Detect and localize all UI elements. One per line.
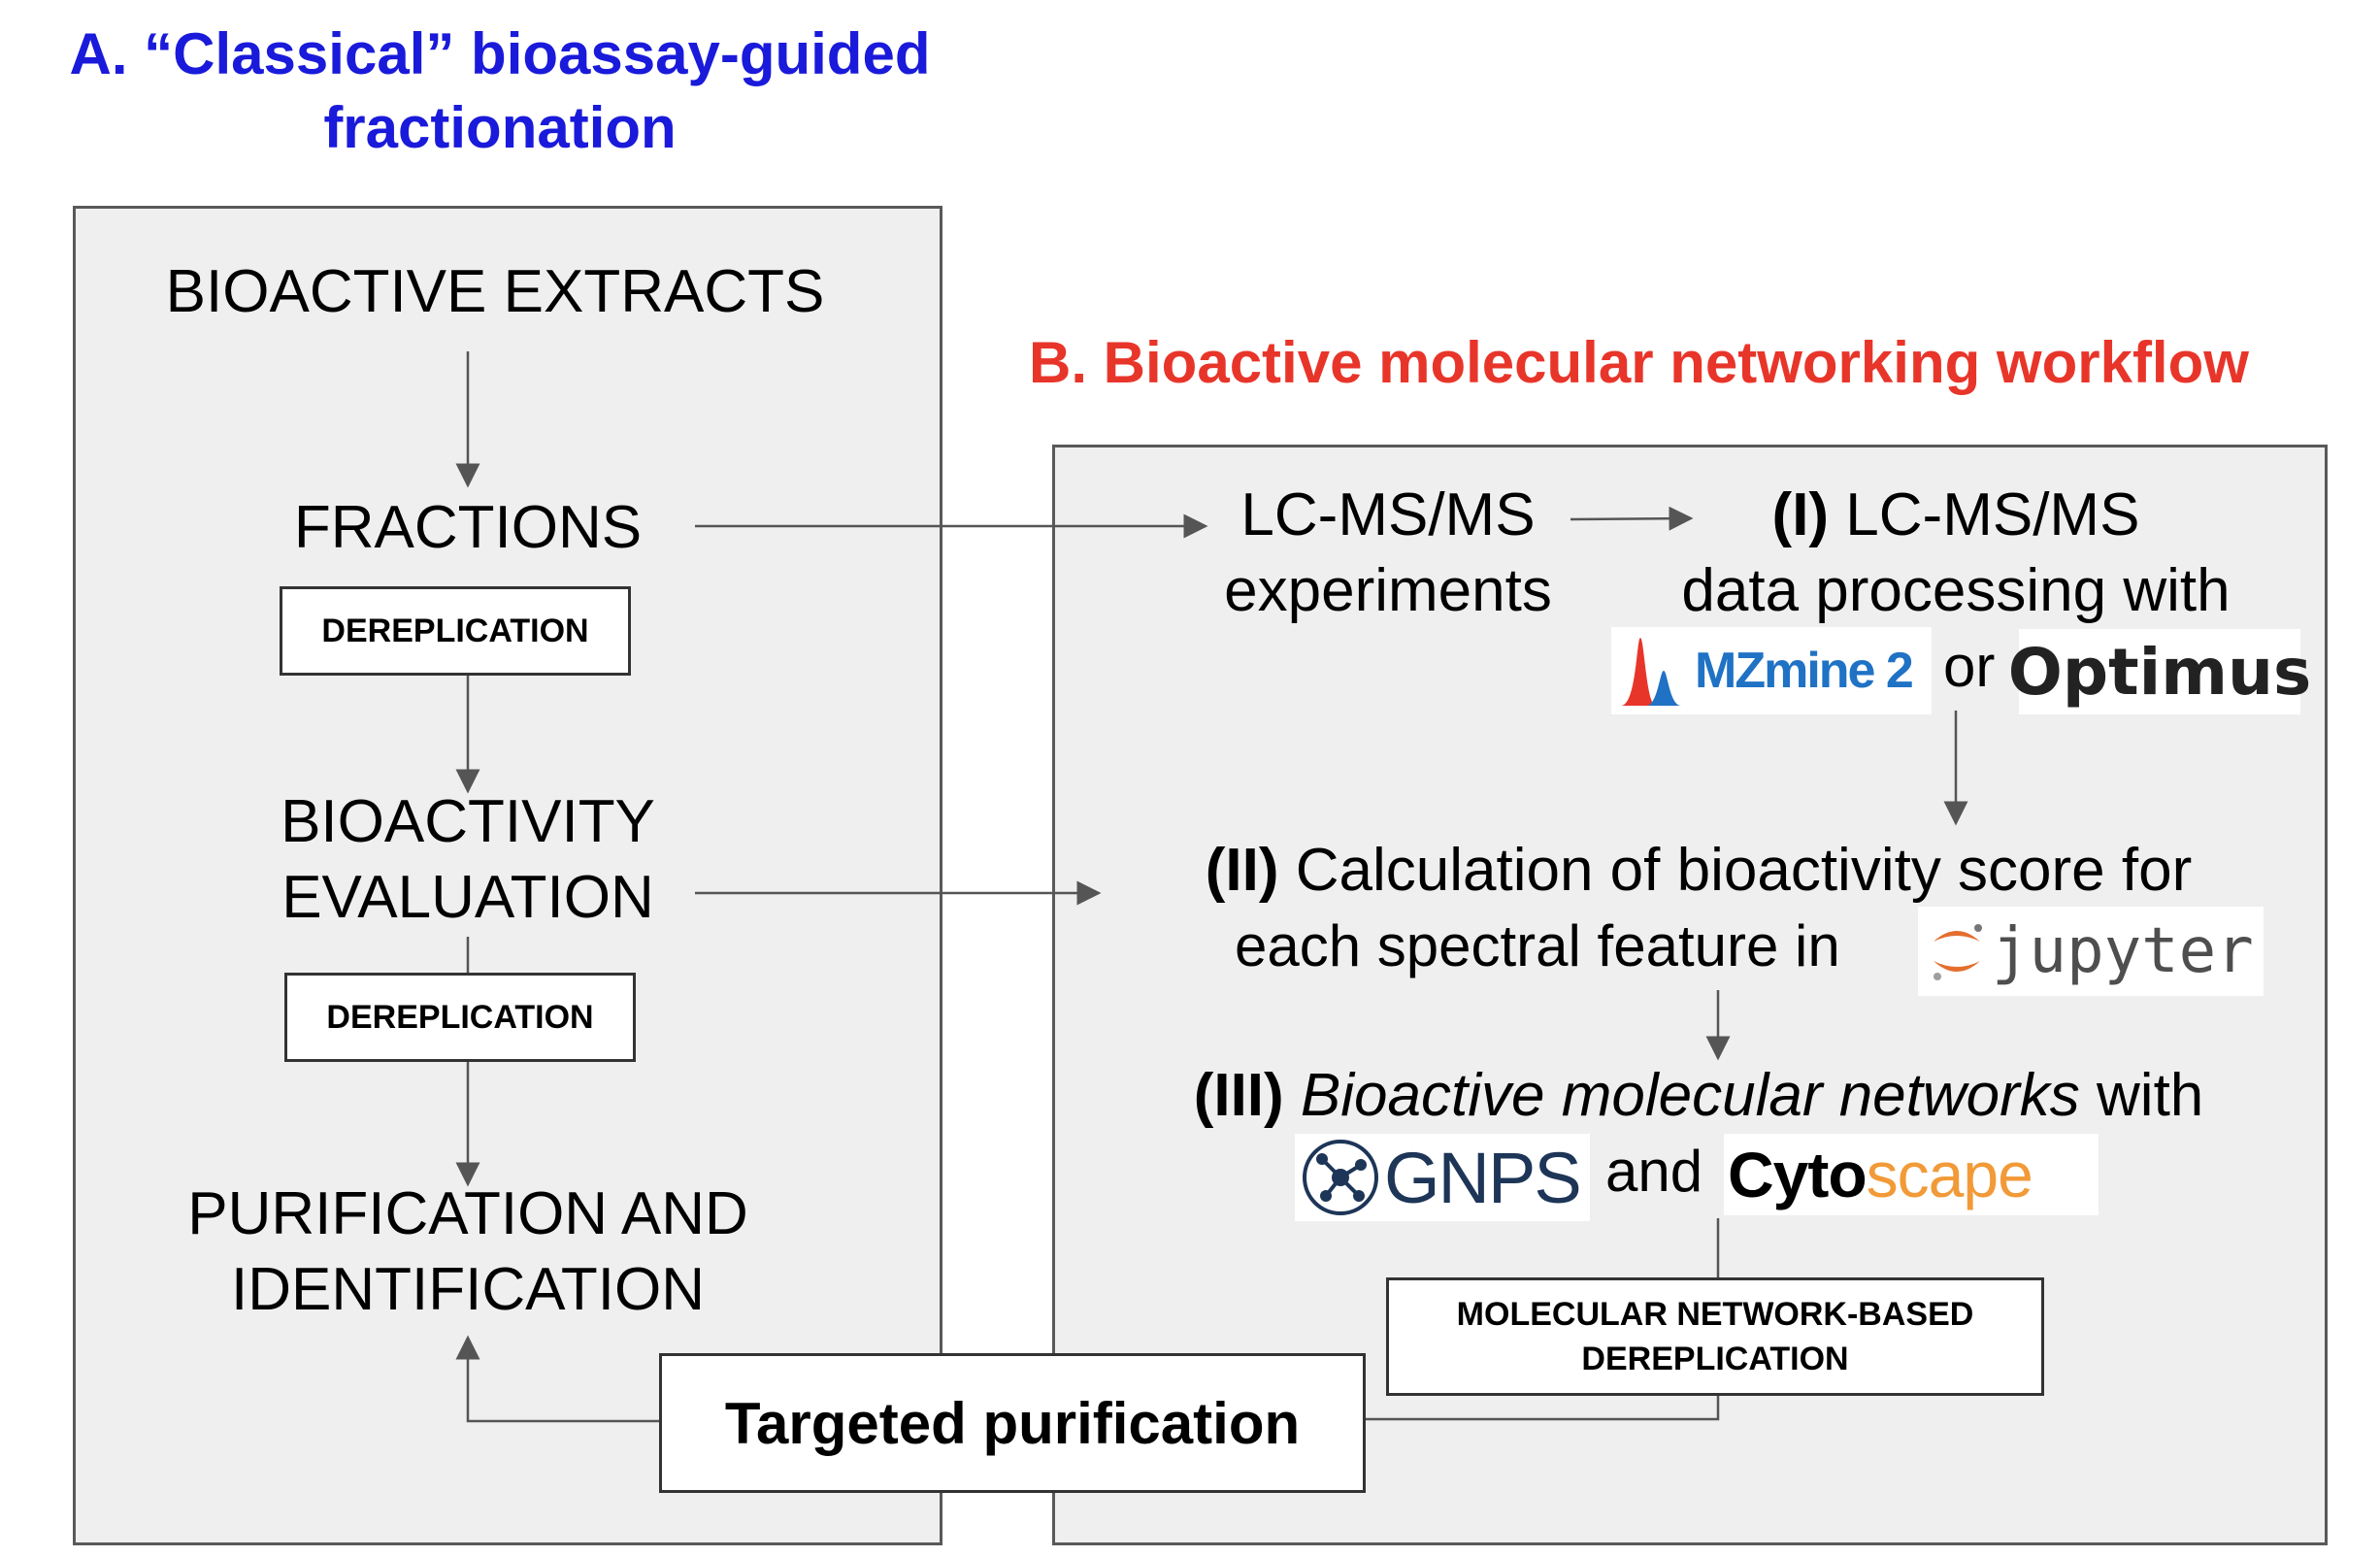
bioactivity-evaluation-label: BIOACTIVITY EVALUATION <box>194 784 742 936</box>
step1-line1: (I) LC-MS/MS <box>1631 478 2281 553</box>
network-dereplication-line2: DEREPLICATION <box>1581 1341 1849 1377</box>
step3-numeral: (III) <box>1193 1062 1284 1129</box>
step2-line2: each spectral feature in <box>1235 913 1840 978</box>
purification-line1: PURIFICATION AND <box>187 1180 748 1247</box>
step3-with-text: with <box>2079 1062 2204 1129</box>
cytoscape-text-scape: scape <box>1866 1139 2033 1210</box>
bioactivity-line2: EVALUATION <box>281 864 654 931</box>
lcms-experiments-label: LC-MS/MS experiments <box>1204 478 1572 629</box>
mzmine-peaks-icon <box>1621 638 1681 706</box>
step1-line1-text: LC-MS/MS <box>1829 481 2140 548</box>
step3-line1: (III) Bioactive molecular networks with <box>1116 1058 2281 1134</box>
jupyter-orbit-icon <box>1934 924 1982 980</box>
step1-numeral: (I) <box>1771 481 1830 548</box>
step2-numeral: (II) <box>1205 837 1279 904</box>
gnps-text: GNPS <box>1384 1137 1582 1218</box>
lcms-line1: LC-MS/MS <box>1240 481 1536 548</box>
purification-line2: IDENTIFICATION <box>231 1256 705 1323</box>
purification-identification-label: PURIFICATION AND IDENTIFICATION <box>126 1176 810 1328</box>
network-dereplication-line1: MOLECULAR NETWORK-BASED <box>1456 1296 1974 1333</box>
mzmine-text: MZmine 2 <box>1695 643 1914 699</box>
dereplication-box-2: DEREPLICATION <box>284 973 636 1062</box>
bioactive-extracts-label: BIOACTIVE EXTRACTS <box>165 258 825 325</box>
and-label: and <box>1605 1139 1703 1204</box>
cytoscape-text-cyto: Cyto <box>1728 1139 1868 1210</box>
section-a-title-line1: A. “Classical” bioassay-guided <box>69 21 931 86</box>
jupyter-text: jupyter <box>1992 915 2254 987</box>
fractions-label: FRACTIONS <box>293 494 643 561</box>
step1-line2: data processing with <box>1681 557 2231 624</box>
section-a-title-line2: fractionation <box>323 95 677 160</box>
mzmine-logo: MZmine 2 <box>1611 627 1932 714</box>
step2-line1: (II) Calculation of bioactivity score fo… <box>1116 833 2281 909</box>
classical-panel <box>73 206 942 1545</box>
arrow-targeted-to-purification <box>455 1335 660 1423</box>
step3-italic-text: Bioactive molecular networks <box>1283 1062 2080 1129</box>
gnps-network-icon <box>1303 1140 1378 1215</box>
network-dereplication-box: MOLECULAR NETWORK-BASED DEREPLICATION <box>1386 1277 2044 1396</box>
bioactivity-line1: BIOACTIVITY <box>281 788 655 855</box>
or-label: or <box>1943 634 1996 699</box>
gnps-logo: GNPS <box>1295 1134 1590 1221</box>
jupyter-logo: jupyter <box>1918 907 2264 996</box>
targeted-purification-box: Targeted purification <box>659 1353 1366 1493</box>
lcms-line2: experiments <box>1224 557 1552 624</box>
optimus-text: Optimus <box>2007 634 2312 710</box>
dereplication-box-1: DEREPLICATION <box>280 586 631 676</box>
section-b-title: B. Bioactive molecular networking workfl… <box>1029 330 2249 395</box>
section-a-title: A. “Classical” bioassay-guided fractiona… <box>0 17 1000 165</box>
step2-line1-text: Calculation of bioactivity score for <box>1278 837 2193 904</box>
optimus-logo: Optimus <box>2008 629 2311 714</box>
arrow-lcms-to-step1 <box>1570 506 1694 531</box>
